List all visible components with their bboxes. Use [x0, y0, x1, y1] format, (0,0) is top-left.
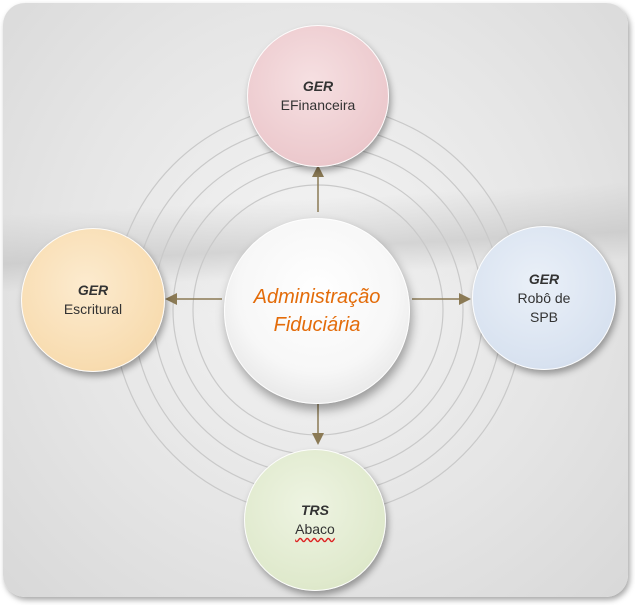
node-label-line2: SPB [529, 308, 558, 325]
node-label: Escritural [63, 301, 123, 317]
node-ger-escritural[interactable]: GER Escritural [21, 228, 165, 372]
center-label-line1: Administração [253, 286, 381, 308]
node-center-administracao-fiduciaria[interactable]: Administração Fiduciária [224, 218, 410, 404]
node-tag: GER [77, 282, 109, 298]
node-ger-robo-spb[interactable]: GER Robô de SPB [472, 226, 616, 370]
node-tag: GER [528, 270, 560, 287]
node-tag: TRS [301, 502, 329, 518]
node-trs-abaco[interactable]: TRS Abaco [244, 449, 386, 591]
node-label: Abaco [295, 521, 335, 537]
node-tag: GER [302, 78, 334, 94]
node-ger-efinanceira[interactable]: GER EFinanceira [247, 25, 389, 167]
center-label-line2: Fiduciária [273, 314, 361, 336]
node-label: EFinanceira [280, 97, 356, 113]
node-label: Robô de [517, 289, 571, 306]
